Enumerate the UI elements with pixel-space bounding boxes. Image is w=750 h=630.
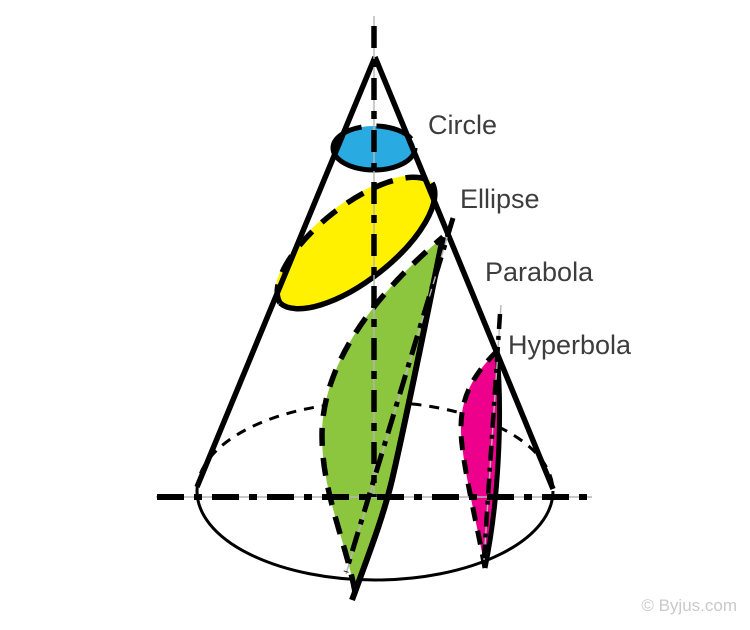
cone-right-slant-edge [372, 55, 556, 491]
ellipse-section-fill [275, 175, 437, 311]
parabola-section-fill [322, 237, 443, 592]
circle-label: Circle [428, 110, 498, 140]
hyperbola-section-fill [460, 351, 500, 568]
hyperbola-label: Hyperbola [508, 330, 632, 360]
cone-edges [194, 55, 556, 491]
hyperbola-section-curve-dashed [458, 349, 499, 569]
ellipse-section-back-outline-dashed [274, 174, 434, 305]
cone-left-slant-edge [194, 55, 378, 489]
parabola-label: Parabola [485, 257, 594, 287]
cone-base-front-edge [195, 490, 555, 582]
construction-lines [156, 16, 592, 575]
ellipse-label: Ellipse [460, 184, 540, 214]
hyperbola-section-front-edge [482, 350, 503, 569]
byjus-watermark: © Byjus.com [641, 596, 737, 615]
hyperbola-section [458, 349, 503, 569]
cone-base [195, 400, 555, 582]
parabola-section-front-edge [349, 236, 446, 602]
cone-base-back-dashed-edge [195, 400, 555, 492]
hyperbola-plane-axis-dash-dot [481, 313, 503, 559]
parabola-plane-guide-line [345, 217, 454, 575]
parabola-section [319, 234, 446, 602]
